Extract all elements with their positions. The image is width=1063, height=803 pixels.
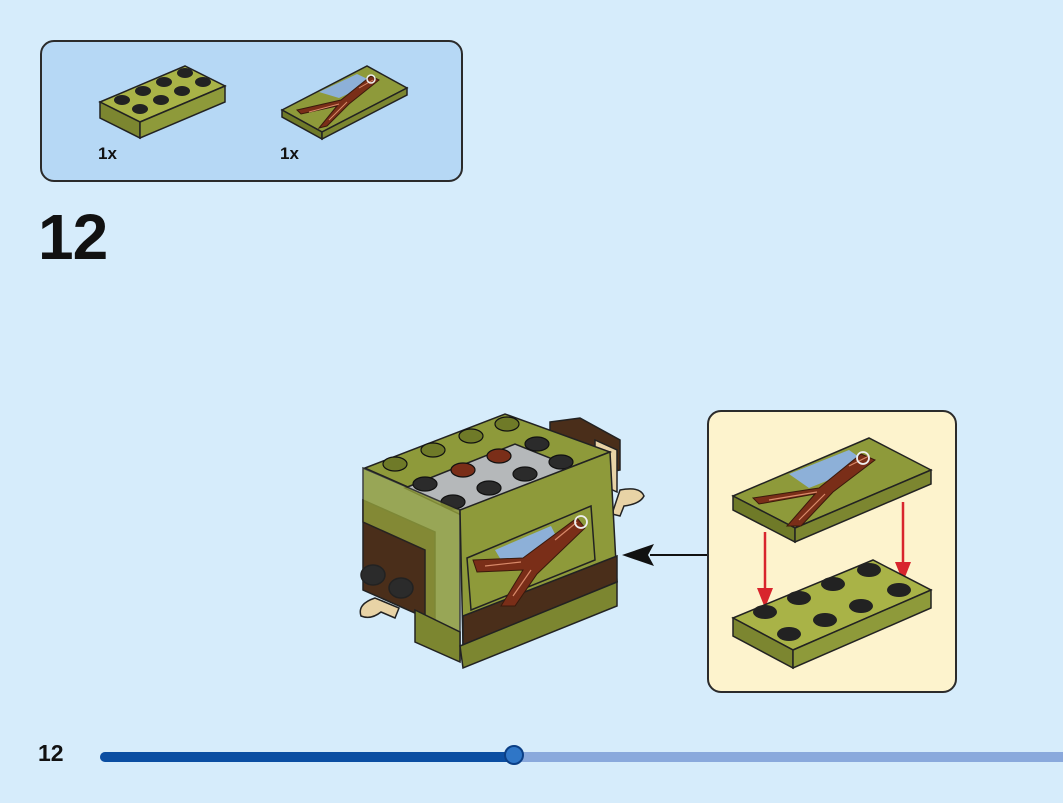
parts-list-box: 1x 1x <box>40 40 463 182</box>
sub-assembly-callout <box>707 410 957 693</box>
part-quantity-2: 1x <box>280 144 299 163</box>
part-quantity-1: 1x <box>98 144 117 163</box>
build-model-illustration <box>359 413 645 670</box>
assembly-arrow-icon <box>622 544 708 566</box>
olive-plate-2x4-icon <box>98 65 227 140</box>
step-number: 12 <box>38 201 108 273</box>
placement-arrows-icon <box>757 502 911 608</box>
progress-knob[interactable] <box>504 745 525 765</box>
callout-assembly-illustration <box>731 437 933 670</box>
progress-bar <box>100 745 1063 765</box>
printed-tile-2x4-icon <box>280 65 409 141</box>
progress-fill <box>100 752 515 762</box>
page-number: 12 <box>38 740 64 766</box>
